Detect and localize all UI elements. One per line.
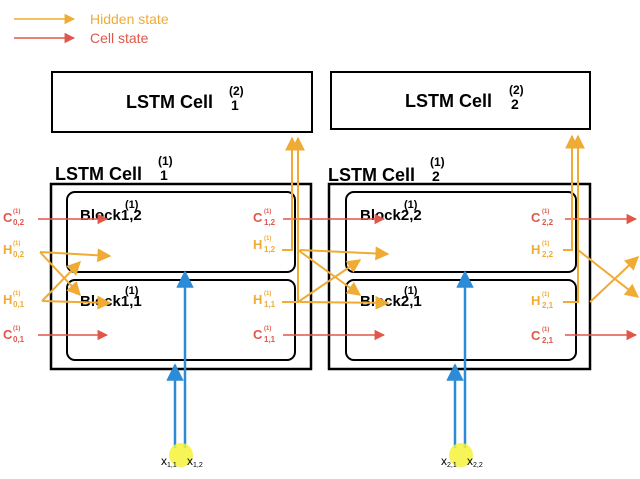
h11-to-block22 [297, 259, 362, 303]
x1-highlight [169, 443, 193, 467]
legend: Hidden state Cell state [14, 11, 169, 46]
x12-label: x1,2 [187, 454, 203, 469]
lstm-cell-1-layer2-sup: (2) [229, 84, 244, 98]
block-1-1-sup: (1) [125, 285, 139, 297]
hidden-state-arrows [39, 134, 640, 310]
lstm-cell-2-layer2-title: LSTM Cell 2 (2) [405, 83, 524, 113]
lstm-cell-1-layer2-box [51, 71, 313, 133]
block-2-2-sup: (1) [404, 199, 418, 211]
lstm-cell-2-layer1-title: LSTM Cell 2 (1) [328, 155, 445, 185]
lstm-cell-2-layer2-sup: (2) [509, 83, 524, 97]
h22-up-to-layer2 [563, 134, 579, 251]
h01-label: H(1)0,1 [3, 291, 25, 309]
input-arrows [166, 270, 474, 448]
h11-label: H(1)1,1 [253, 291, 276, 309]
lstm-cell-1-layer1-sup: (1) [158, 154, 173, 168]
c21-label: C(1)2,1 [531, 327, 554, 345]
lstm-cell-1-layer1-title: LSTM Cell 1 (1) [55, 154, 173, 184]
state-labels: C(1)0,2 H(1)0,2 H(1)0,1 C(1)0,1 C(1)1,2 … [3, 209, 554, 345]
h02-into-block12 [39, 248, 112, 263]
h21-out-right [589, 256, 640, 303]
h22-label: H(1)2,2 [531, 241, 554, 259]
h12-into-block22 [299, 246, 390, 261]
lstm-cell-2-layer2-box [330, 71, 591, 130]
c01-label: C(1)0,1 [3, 326, 25, 344]
x11-label: x1,1 [161, 454, 177, 469]
lstm-cell-1-layer2-title: LSTM Cell 1 (2) [126, 84, 244, 114]
legend-hidden-label: Hidden state [90, 11, 169, 27]
lstm-cell-1-layer1-sub: 1 [160, 167, 168, 183]
cell-state-arrows [38, 213, 638, 341]
c22-label: C(1)2,2 [531, 209, 554, 227]
h12-to-block21 [297, 249, 362, 296]
c12-label: C(1)1,2 [253, 209, 276, 227]
lstm-cell-2-layer1-sub: 2 [432, 168, 440, 184]
lstm-cell-1-layer2-sub: 1 [231, 97, 239, 113]
h22-out-right [577, 249, 640, 298]
block-1-2-sup: (1) [125, 199, 139, 211]
block-1-2-label: Block1,2 [80, 207, 142, 224]
h01-into-block11 [41, 295, 112, 310]
c02-label: C(1)0,2 [3, 209, 25, 227]
x21-label: x2,1 [441, 454, 457, 469]
block-2-2-label: Block2,2 [360, 207, 422, 224]
h11-into-block21 [299, 295, 390, 310]
h02-label: H(1)0,2 [3, 241, 25, 259]
h21-label: H(1)2,1 [531, 292, 554, 310]
lstm-cell-2-layer1-sup: (1) [430, 155, 445, 169]
h12-up-to-layer2 [282, 136, 299, 251]
legend-cell-label: Cell state [90, 30, 149, 46]
x2-highlight [449, 443, 473, 467]
block-2-1-label: Block2,1 [360, 293, 422, 310]
c11-label: C(1)1,1 [253, 326, 276, 344]
input-labels: x1,1 x1,2 x2,1 x2,2 [161, 454, 483, 469]
lstm-cell-2-layer2-sub: 2 [511, 96, 519, 112]
h02-to-block11 [39, 251, 81, 297]
h01-to-block12 [41, 260, 81, 302]
h21-up-to-layer2 [563, 134, 585, 303]
h12-label: H(1)1,2 [253, 236, 276, 254]
x22-label: x2,2 [467, 454, 483, 469]
block-2-1-sup: (1) [404, 285, 418, 297]
